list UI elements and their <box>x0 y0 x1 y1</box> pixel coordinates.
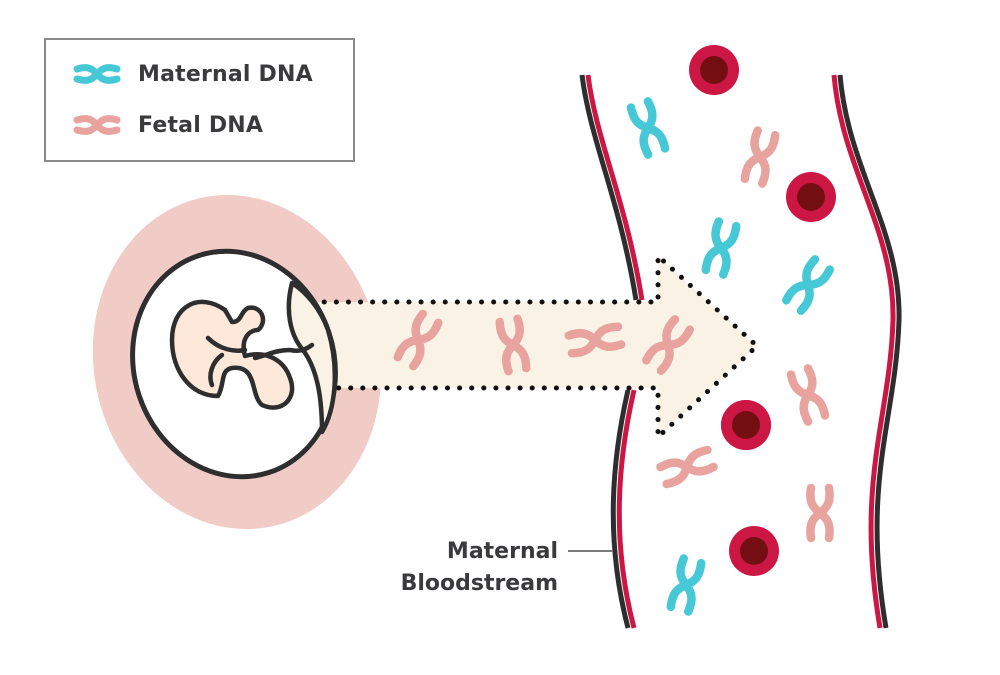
fetal-dna-chromosome <box>642 315 694 375</box>
legend: Maternal DNA Fetal DNA <box>44 38 355 162</box>
red-blood-cell-icon <box>729 526 779 576</box>
fetal-dna-chromosome <box>656 445 718 489</box>
fetal-dna-chromosome-icon <box>73 115 121 135</box>
callout-line-2: Bloodstream <box>400 571 558 596</box>
maternal-dna-chromosome <box>782 255 834 315</box>
transfer-arrow <box>297 250 761 443</box>
fetal-dna-chromosome <box>786 364 830 426</box>
red-blood-cell-icon <box>786 172 836 222</box>
legend-item-maternal-dna: Maternal DNA <box>72 59 313 89</box>
red-blood-cell-icon <box>689 45 739 95</box>
maternal-bloodstream-label: Maternal Bloodstream <box>401 536 558 600</box>
fetus-icon <box>169 299 315 410</box>
fetal-dna-chromosome <box>495 314 531 376</box>
legend-item-fetal-dna: Fetal DNA <box>72 110 263 140</box>
callout-line-1: Maternal <box>446 539 558 564</box>
fetal-dna-chromosome <box>740 126 780 188</box>
maternal-dna-chromosome-icon <box>73 64 121 84</box>
fetal-dna-chromosome <box>564 322 626 358</box>
fetal-dna-chromosome <box>806 483 834 543</box>
placenta-wedge <box>286 280 338 435</box>
fetal-dna-chromosome <box>393 309 443 371</box>
maternal-dna-chromosome <box>666 554 706 616</box>
maternal-dna-chromosome <box>701 217 741 279</box>
vessel-wall-left <box>579 74 645 629</box>
legend-label-maternal: Maternal DNA <box>138 61 313 87</box>
red-blood-cell-icon <box>721 400 771 450</box>
maternal-dna-chromosome <box>626 97 670 159</box>
legend-label-fetal: Fetal DNA <box>138 112 264 138</box>
vessel-wall-right <box>831 74 902 629</box>
